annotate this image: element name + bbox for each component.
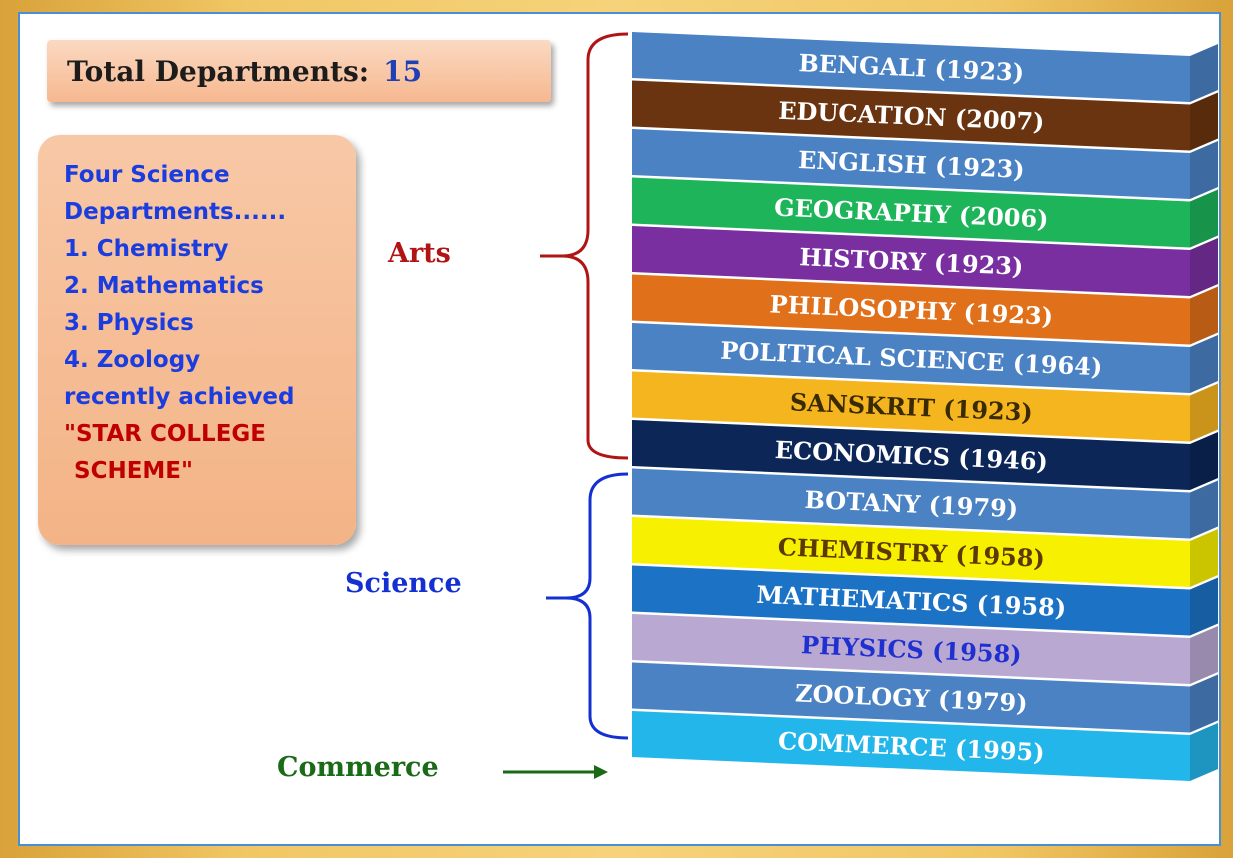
department-band: PHILOSOPHY (1923) xyxy=(632,274,1218,345)
band-face xyxy=(632,226,1190,296)
band-face xyxy=(632,80,1190,151)
band-face xyxy=(632,371,1190,442)
department-band: MATHEMATICS (1958) xyxy=(632,565,1218,636)
band-side xyxy=(1190,577,1218,636)
band-side xyxy=(1190,189,1218,248)
science-bracket xyxy=(546,472,629,740)
department-band: ENGLISH (1923) xyxy=(632,129,1218,199)
total-departments-label: Total Departments: xyxy=(67,54,370,88)
band-face xyxy=(632,662,1190,733)
department-band: ECONOMICS (1946) xyxy=(632,420,1218,490)
department-band: POLITICAL SCIENCE (1964) xyxy=(632,323,1218,393)
band-face xyxy=(632,565,1190,636)
group-label-commerce: Commerce xyxy=(277,752,439,783)
band-face xyxy=(632,517,1190,587)
band-face xyxy=(632,468,1190,539)
info-highlight-line: SCHEME" xyxy=(74,458,193,484)
info-line: 2. Mathematics xyxy=(64,273,264,299)
info-line: 3. Physics xyxy=(64,310,194,336)
science-info-box: Four Science Departments...... 1. Chemis… xyxy=(38,135,356,545)
info-highlight-line: "STAR COLLEGE xyxy=(64,421,267,447)
band-face xyxy=(632,274,1190,345)
band-side xyxy=(1190,529,1218,587)
department-band: GEOGRAPHY (2006) xyxy=(632,177,1218,248)
department-band: SANSKRIT (1923) xyxy=(632,371,1218,442)
band-side xyxy=(1190,286,1218,345)
band-side xyxy=(1190,335,1218,393)
info-line: 4. Zoology xyxy=(64,347,201,373)
department-band: PHYSICS (1958) xyxy=(632,614,1218,684)
info-line: 1. Chemistry xyxy=(64,236,229,262)
group-brackets xyxy=(503,32,629,779)
band-side xyxy=(1190,432,1218,490)
department-band: HISTORY (1923) xyxy=(632,226,1218,296)
department-band: COMMERCE (1995) xyxy=(632,711,1218,781)
band-side xyxy=(1190,141,1218,199)
info-line: Four Science xyxy=(64,162,230,188)
band-face xyxy=(632,323,1190,393)
band-side xyxy=(1190,238,1218,296)
department-bands: BENGALI (1923)EDUCATION (2007)ENGLISH (1… xyxy=(632,32,1218,781)
group-label-arts: Arts xyxy=(388,238,451,269)
band-side xyxy=(1190,480,1218,539)
department-band: EDUCATION (2007) xyxy=(632,80,1218,151)
band-side xyxy=(1190,723,1218,781)
department-band: CHEMISTRY (1958) xyxy=(632,517,1218,587)
arts-bracket xyxy=(540,32,629,460)
band-face xyxy=(632,420,1190,490)
department-band: ZOOLOGY (1979) xyxy=(632,662,1218,733)
band-side xyxy=(1190,674,1218,733)
group-label-science: Science xyxy=(345,568,462,599)
total-departments-value: 15 xyxy=(383,54,423,88)
info-line: Departments...... xyxy=(64,199,287,225)
department-band: BENGALI (1923) xyxy=(632,32,1218,102)
band-face xyxy=(632,32,1190,102)
band-side xyxy=(1190,626,1218,684)
band-face xyxy=(632,711,1190,781)
department-band: BOTANY (1979) xyxy=(632,468,1218,539)
band-face xyxy=(632,129,1190,199)
band-face xyxy=(632,614,1190,684)
band-side xyxy=(1190,44,1218,102)
band-side xyxy=(1190,383,1218,442)
info-line: recently achieved xyxy=(64,384,295,410)
total-departments-box: Total Departments: 15 xyxy=(47,40,551,102)
band-side xyxy=(1190,92,1218,151)
band-face xyxy=(632,177,1190,248)
commerce-arrow-head xyxy=(594,765,608,779)
